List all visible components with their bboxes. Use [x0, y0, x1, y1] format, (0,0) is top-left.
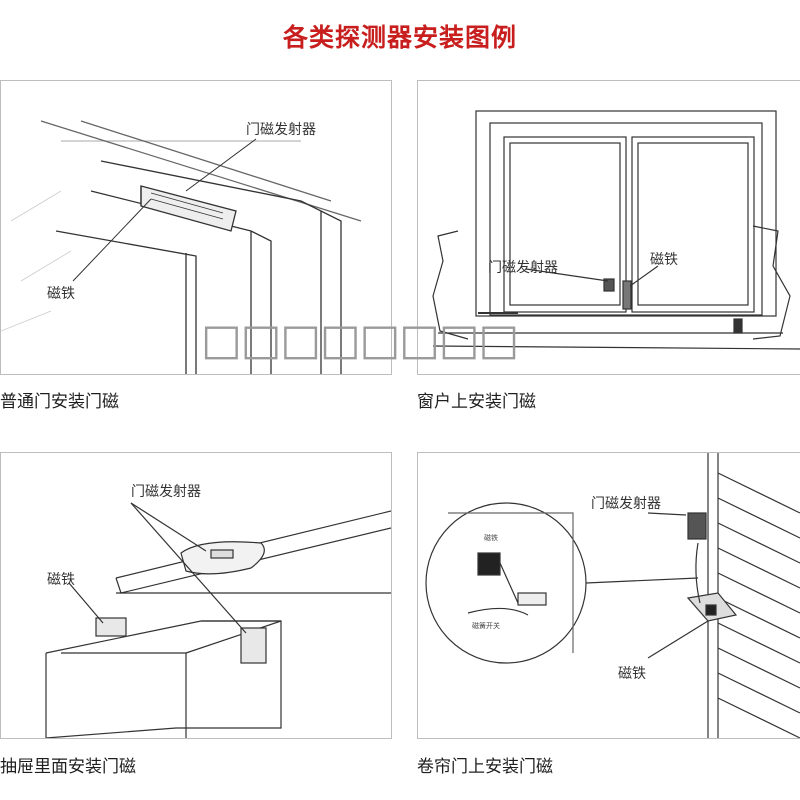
door-transmitter-label: 门磁发射器 [246, 122, 316, 138]
shutter-transmitter-label: 门磁发射器 [591, 496, 661, 512]
page-title: 各类探测器安装图例 [282, 23, 517, 52]
panel-window: 门磁发射器 磁铁 [417, 80, 800, 375]
panel-drawer: 门磁发射器 磁铁 [0, 452, 392, 739]
panel-door: 门磁发射器 磁铁 [0, 80, 392, 375]
watermark: □□□□□□□□ [201, 315, 519, 365]
door-caption: 普通门安装门磁 [0, 392, 119, 412]
drawer-magnet-label: 磁铁 [47, 572, 75, 588]
drawer-caption: 抽屉里面安装门磁 [0, 757, 136, 777]
panel-shutter: 门磁发射器 磁铁 磁铁 磁簧开关 [417, 452, 800, 739]
door-magnet-label: 磁铁 [47, 286, 75, 302]
shutter-diagram [425, 453, 800, 738]
shutter-magnet-label: 磁铁 [618, 666, 646, 682]
window-transmitter-label: 门磁发射器 [488, 260, 558, 276]
drawer-transmitter-label: 门磁发射器 [131, 484, 201, 500]
inset-reed-label: 磁簧开关 [472, 622, 500, 630]
inset-magnet-label: 磁铁 [484, 534, 498, 542]
shutter-caption: 卷帘门上安装门磁 [417, 757, 553, 777]
window-caption: 窗户上安装门磁 [417, 392, 536, 412]
drawer-diagram [45, 502, 391, 738]
window-diagram [432, 110, 800, 350]
window-magnet-label: 磁铁 [650, 252, 678, 268]
door-diagram [1, 120, 362, 374]
